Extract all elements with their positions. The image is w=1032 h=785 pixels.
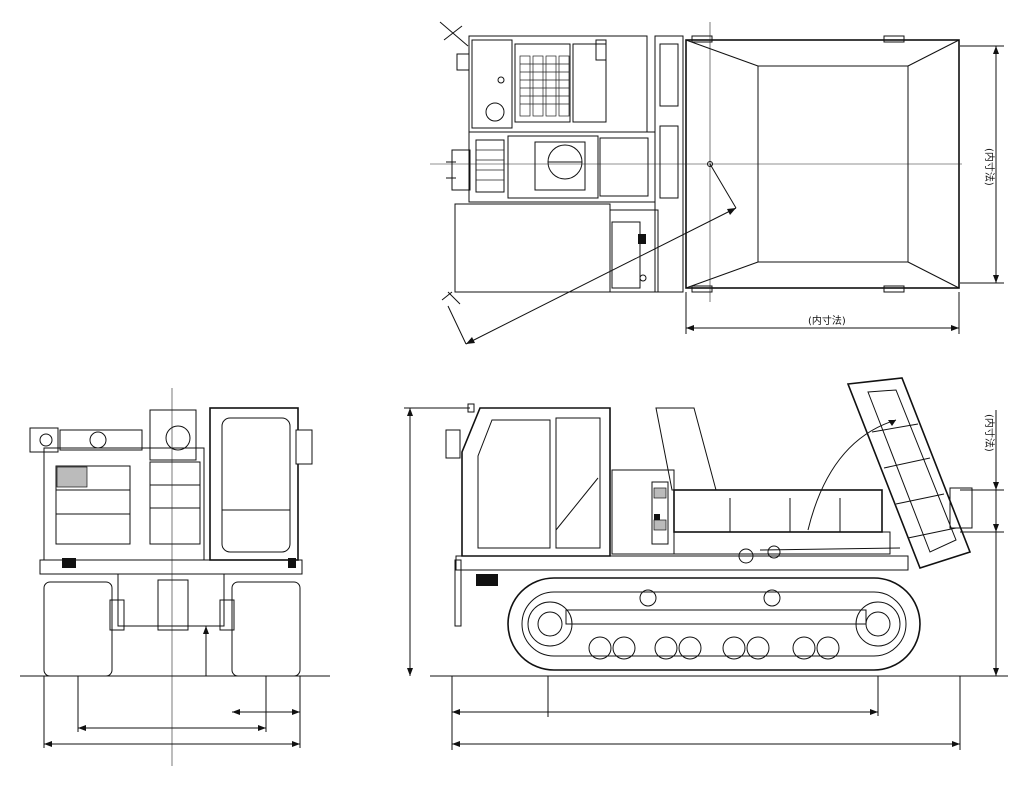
mirror-icon: [439, 21, 470, 71]
engine-grille: [519, 55, 570, 117]
top-view: [430, 21, 1004, 345]
crawler-track: [507, 577, 921, 671]
tilted-dump-body: [846, 377, 973, 569]
inner-size-label-top-horizontal: (内寸法): [808, 314, 846, 327]
side-view: [404, 377, 1008, 750]
inner-size-label-top-vertical: (内寸法): [983, 148, 996, 186]
inner-size-label-side-vertical: (内寸法): [983, 414, 996, 452]
mirror-icon: [441, 291, 461, 305]
vent-grille: [653, 487, 667, 531]
front-view: [20, 388, 330, 766]
